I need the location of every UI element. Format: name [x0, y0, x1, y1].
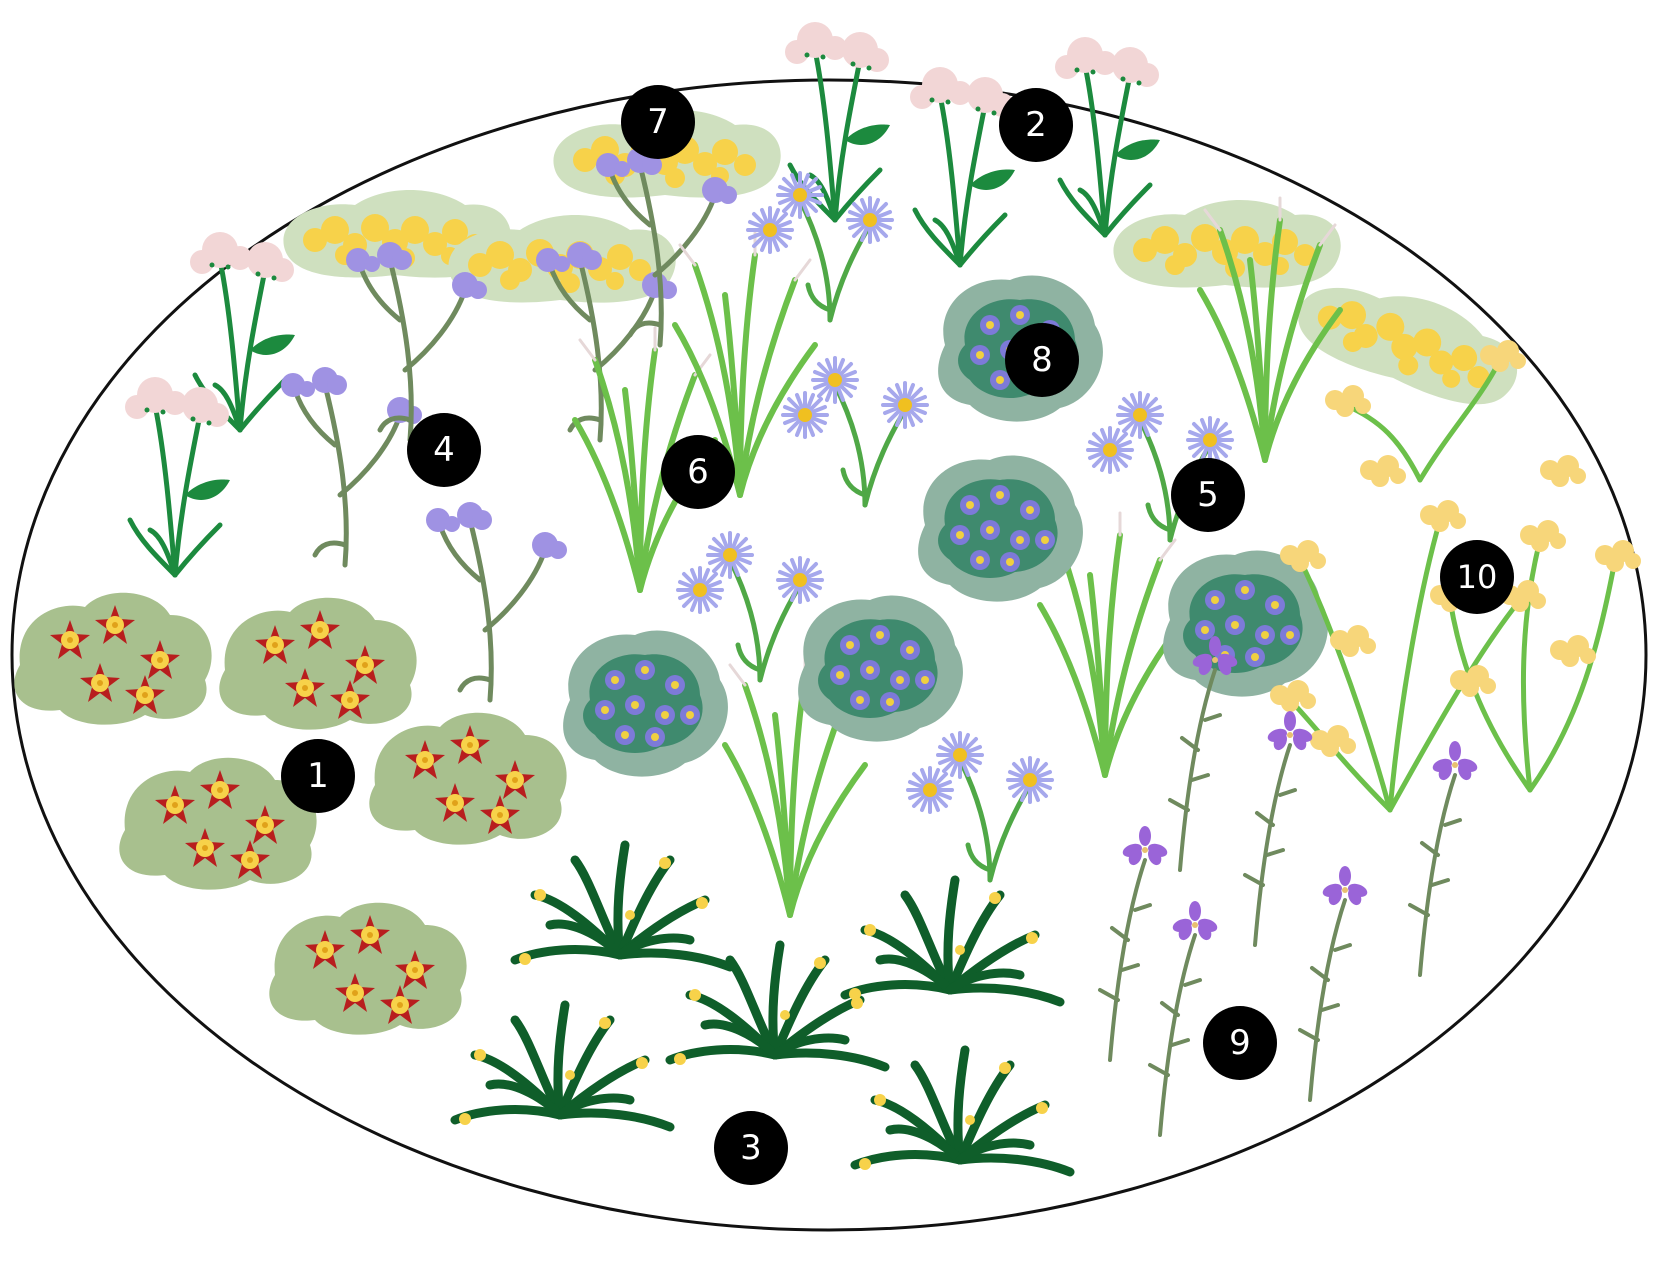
marker-10: 10: [1440, 540, 1514, 614]
marker-6-label: 6: [687, 452, 709, 492]
marker-8: 8: [1005, 323, 1079, 397]
marker-2: 2: [999, 88, 1073, 162]
marker-1: 1: [281, 739, 355, 813]
marker-9: 9: [1203, 1006, 1277, 1080]
marker-3-label: 3: [740, 1128, 762, 1168]
marker-5: 5: [1171, 458, 1245, 532]
marker-4-label: 4: [433, 430, 455, 470]
marker-1-label: 1: [307, 756, 329, 796]
marker-5-label: 5: [1197, 475, 1219, 515]
marker-9-label: 9: [1229, 1023, 1251, 1063]
marker-8-label: 8: [1031, 340, 1053, 380]
marker-3: 3: [714, 1111, 788, 1185]
marker-4: 4: [407, 413, 481, 487]
marker-10-label: 10: [1457, 558, 1498, 596]
marker-2-label: 2: [1025, 105, 1047, 145]
marker-6: 6: [661, 435, 735, 509]
marker-7: 7: [621, 85, 695, 159]
marker-7-label: 7: [647, 102, 669, 142]
